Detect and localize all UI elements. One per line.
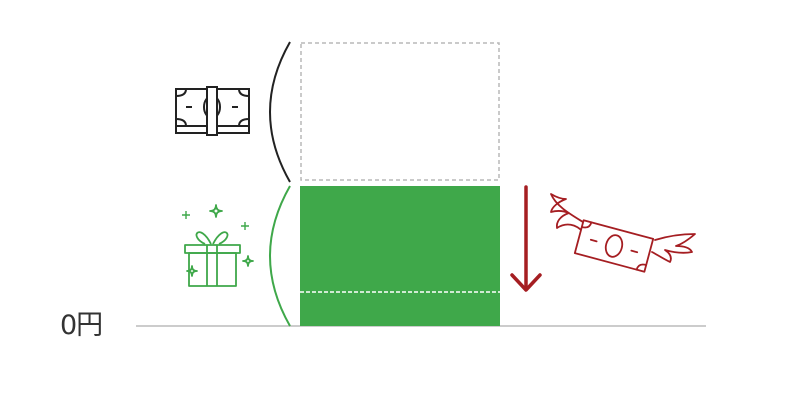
lower-bracket xyxy=(269,185,291,327)
flying-money-with-wings-icon xyxy=(550,193,696,273)
money-bill-with-band-icon xyxy=(175,86,250,136)
green-block xyxy=(300,186,500,326)
upper-dashed-box xyxy=(300,42,500,181)
down-arrow-icon xyxy=(510,185,542,292)
gift-box-with-sparkles-icon xyxy=(182,204,254,287)
baseline-label: 0円 xyxy=(60,310,103,341)
upper-bracket xyxy=(269,41,291,183)
